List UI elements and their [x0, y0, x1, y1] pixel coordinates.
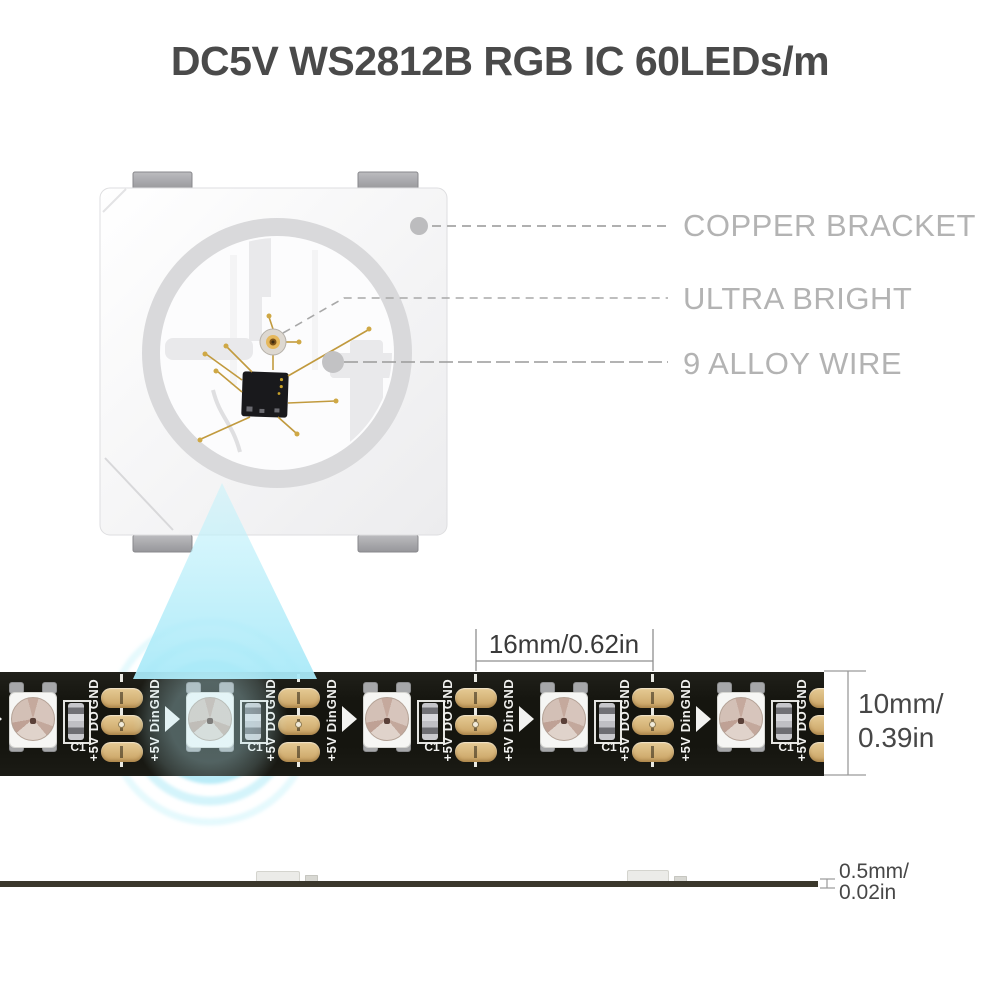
capacitor — [422, 703, 438, 740]
capacitor-label: C1 — [778, 740, 794, 754]
capacitor — [599, 703, 615, 740]
led-strip-side-view — [0, 881, 818, 887]
capacitor — [68, 703, 84, 740]
led-segment: C1 GND DO +5V GND Din +5V — [0, 672, 824, 776]
led-segment: C1 GND DO +5V GND Din +5V — [0, 672, 824, 776]
capacitor — [245, 703, 261, 740]
magnifier-cone — [133, 483, 317, 679]
capacitor-silkscreen — [417, 700, 445, 744]
solder-pad — [809, 688, 824, 708]
capacitor-label: C1 — [70, 740, 86, 754]
cut-mark — [651, 746, 654, 758]
cut-mark — [474, 746, 477, 758]
via-hole — [472, 721, 479, 728]
capacitor-silkscreen — [63, 700, 91, 744]
page-title: DC5V WS2812B RGB IC 60LEDs/m — [170, 38, 830, 84]
via-hole — [295, 721, 302, 728]
side-view-capacitor — [674, 876, 687, 882]
chip-illustration — [99, 171, 448, 553]
led-segment: C1 GND DO +5V GND Din +5V — [0, 672, 824, 776]
led-segment: C1 GND DO +5V GND Din +5V — [0, 672, 824, 776]
dimension-strip-width-in: 0.39in — [858, 722, 935, 753]
pad-label-5v: +5V — [794, 736, 809, 762]
capacitor-silkscreen — [594, 700, 622, 744]
dimension-led-pitch: 16mm/0.62in — [488, 629, 640, 659]
cut-mark — [651, 692, 654, 704]
callout-copper-bracket: COPPER BRACKET — [683, 208, 976, 243]
data-direction-arrow — [519, 706, 534, 732]
cut-mark — [297, 746, 300, 758]
via-hole — [118, 721, 125, 728]
capacitor-label: C1 — [247, 740, 263, 754]
dimension-strip-width: 10mm/ 0.39in — [858, 687, 944, 755]
cut-mark — [120, 746, 123, 758]
cut-mark — [297, 692, 300, 704]
capacitor-label: C1 — [601, 740, 617, 754]
dimension-thickness-mm: 0.5mm/ — [839, 860, 910, 883]
callout-alloy-wire: 9 ALLOY WIRE — [683, 346, 903, 381]
led-segment: C1 GND DO +5V GND Din +5V — [0, 672, 824, 776]
side-view-led — [256, 871, 300, 882]
led-strip-top-view: C1 GND DO +5V GND Din +5V — [0, 672, 824, 776]
data-direction-arrow — [165, 706, 180, 732]
callout-ultra-bright: ULTRA BRIGHT — [683, 281, 913, 316]
dimension-strip-width-mm: 10mm/ — [858, 688, 944, 719]
capacitor — [776, 703, 792, 740]
data-direction-arrow — [696, 706, 711, 732]
led-lens — [365, 697, 409, 741]
data-direction-arrow — [342, 706, 357, 732]
led-lens-center — [738, 718, 744, 724]
via-hole — [649, 721, 656, 728]
cut-mark — [120, 692, 123, 704]
dimension-thickness-in: 0.02in — [839, 881, 897, 904]
led-lens-center — [561, 718, 567, 724]
led-lens-center — [30, 718, 36, 724]
side-view-led — [627, 870, 669, 882]
dimension-thickness: 0.5mm/ 0.02in — [839, 861, 909, 903]
solder-pad — [809, 742, 824, 762]
capacitor-silkscreen — [771, 700, 799, 744]
side-view-capacitor — [305, 875, 318, 882]
data-direction-arrow — [0, 706, 2, 732]
led-lens-center — [207, 718, 213, 724]
cut-mark — [474, 692, 477, 704]
capacitor-label: C1 — [424, 740, 440, 754]
solder-pad — [809, 715, 824, 735]
led-lens-center — [384, 718, 390, 724]
capacitor-silkscreen — [240, 700, 268, 744]
